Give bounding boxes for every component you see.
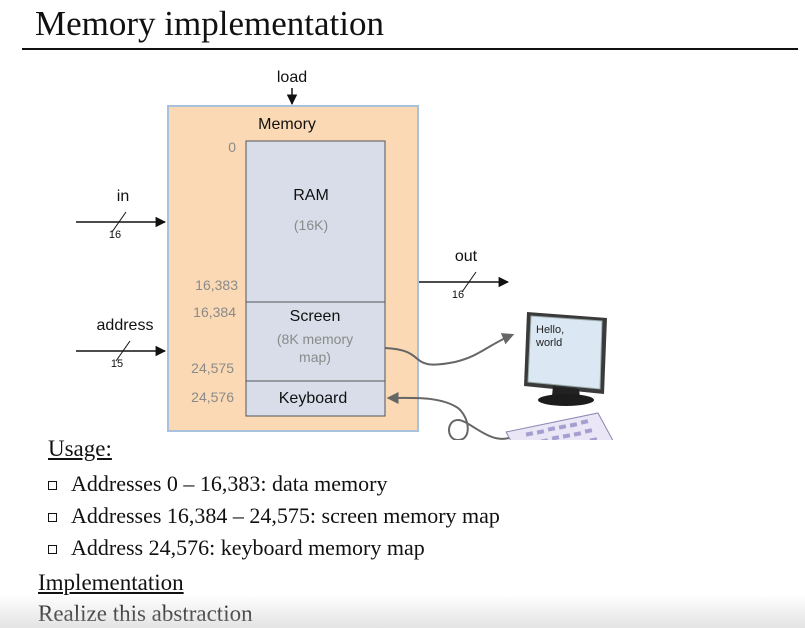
square-bullet-icon: [48, 481, 57, 490]
in-label: in: [117, 188, 129, 205]
slide-title: Memory implementation: [35, 4, 384, 43]
usage-heading: Usage:: [48, 436, 112, 461]
memory-label: Memory: [258, 116, 316, 133]
square-bullet-icon: [48, 545, 57, 554]
keyboard-icon: [505, 412, 614, 440]
monitor-icon: [524, 312, 607, 406]
title-divider: [22, 48, 798, 50]
implementation-text: Realize this abstraction: [38, 601, 253, 626]
monitor-text-2: world: [535, 337, 562, 349]
address-bus-width: 15: [111, 358, 123, 370]
in-bus-slash: [111, 211, 127, 233]
implementation-heading: Implementation: [38, 570, 184, 595]
usage-item-text: Address 24,576: keyboard memory map: [71, 535, 425, 560]
load-label: load: [277, 69, 307, 86]
address-label: address: [97, 317, 154, 334]
address-24576: 24,576: [191, 389, 234, 405]
screen-block: [245, 301, 386, 382]
in-bus-width: 16: [109, 229, 121, 241]
out-label: out: [455, 248, 478, 265]
usage-item: Address 24,576: keyboard memory map: [48, 532, 500, 564]
usage-list: Addresses 0 – 16,383: data memory Addres…: [48, 468, 500, 564]
memory-diagram: load Memory RAM (16K) Screen (8K memory …: [76, 69, 614, 440]
ram-label: RAM: [293, 187, 329, 204]
address-16384: 16,384: [193, 304, 236, 320]
screen-label: Screen: [290, 308, 341, 325]
usage-item-text: Addresses 0 – 16,383: data memory: [71, 471, 388, 496]
address-16383: 16,383: [195, 277, 238, 293]
out-bus-width: 16: [452, 289, 464, 301]
keyboard-cable: [386, 391, 513, 440]
usage-item: Addresses 0 – 16,383: data memory: [48, 468, 500, 500]
out-bus-slash: [461, 271, 477, 293]
keyboard-block: [245, 380, 386, 417]
monitor-text-1: Hello,: [536, 324, 564, 336]
address-bus-slash: [115, 340, 131, 362]
square-bullet-icon: [48, 513, 57, 522]
screen-sub-label-1: (8K memory: [277, 331, 353, 347]
usage-item: Addresses 16,384 – 24,575: screen memory…: [48, 500, 500, 532]
address-0: 0: [228, 139, 236, 155]
address-24575: 24,575: [191, 360, 234, 376]
ram-size-label: (16K): [294, 217, 328, 233]
ram-block: [245, 140, 386, 303]
usage-item-text: Addresses 16,384 – 24,575: screen memory…: [71, 503, 500, 528]
screen-to-monitor-wire: [384, 333, 515, 366]
screen-sub-label-2: map): [299, 349, 331, 365]
keyboard-label: Keyboard: [279, 390, 348, 407]
